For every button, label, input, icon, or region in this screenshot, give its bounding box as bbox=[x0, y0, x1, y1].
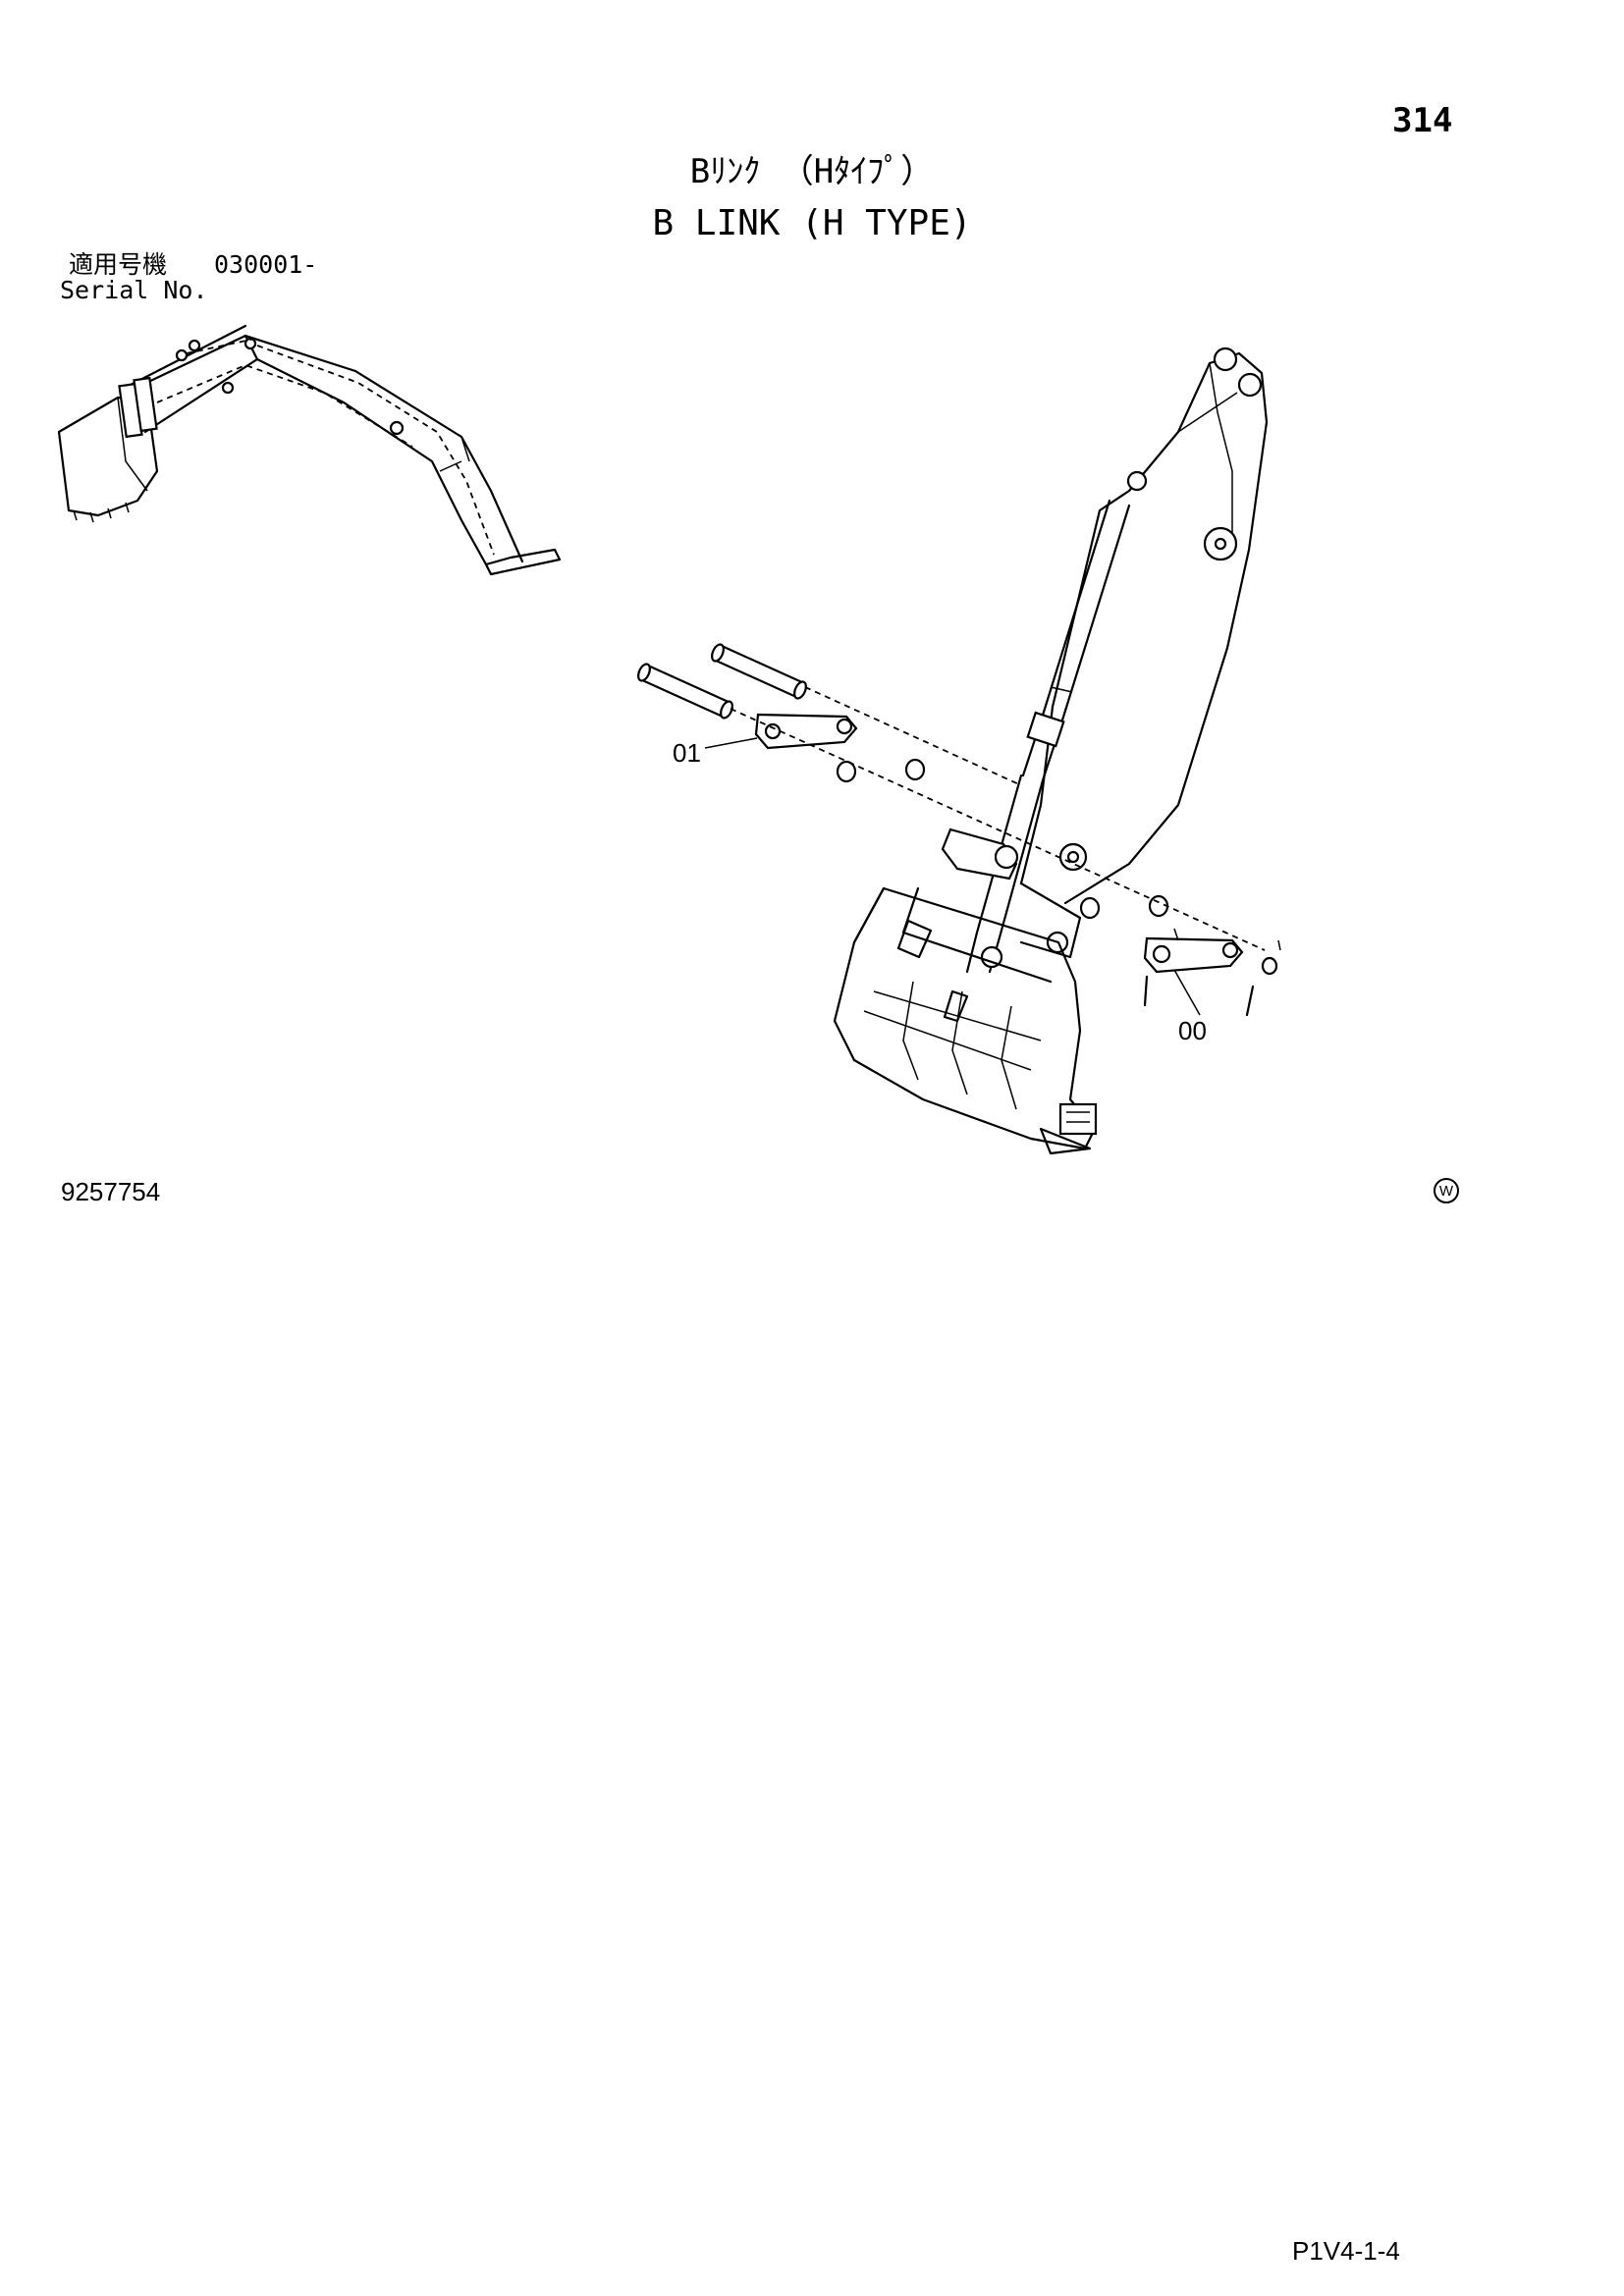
b-link-exploded-view-icon bbox=[637, 347, 1281, 1155]
callout-label: 01 bbox=[673, 738, 701, 768]
drawing-number: 9257754 bbox=[61, 1177, 161, 1206]
pin-icon bbox=[637, 643, 807, 720]
serial-number-value: 030001- bbox=[214, 250, 318, 279]
serial-label: Serial No. bbox=[60, 276, 208, 304]
page-number: 314 bbox=[1392, 101, 1453, 140]
page-title: B LINK (H TYPE) bbox=[652, 203, 972, 243]
b-link-lower-icon bbox=[1143, 936, 1244, 974]
serial-label-japanese: 適用号機 bbox=[69, 250, 168, 279]
w-mark: W bbox=[1434, 1178, 1459, 1203]
callout-label: 00 bbox=[1178, 1016, 1207, 1045]
page-title-japanese: Bﾘﾝｸ （Hﾀｲﾌﾟ） bbox=[689, 152, 935, 191]
footer-code: P1V4-1-4 bbox=[1292, 2236, 1400, 2266]
b-link-upper-icon bbox=[754, 713, 858, 750]
excavator-overview-icon bbox=[57, 324, 562, 576]
